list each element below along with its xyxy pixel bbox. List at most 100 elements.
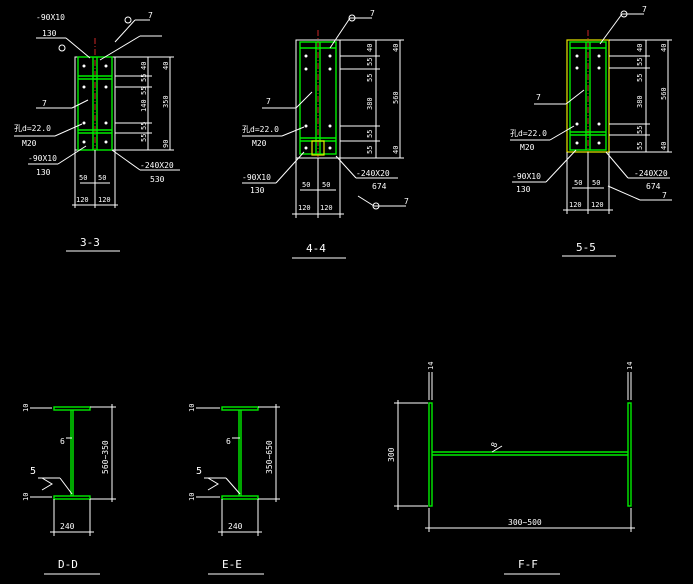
bolt-hole-label: 孔d=22.0 xyxy=(242,125,279,134)
svg-text:50: 50 xyxy=(574,179,582,187)
stiffener-length: 130 xyxy=(250,186,265,195)
svg-text:40: 40 xyxy=(392,146,400,154)
section-title: D-D xyxy=(58,558,78,571)
weld-left-size: 7 xyxy=(536,93,541,102)
section-title: E-E xyxy=(222,558,242,571)
svg-text:350: 350 xyxy=(162,95,170,108)
svg-text:55: 55 xyxy=(366,74,374,82)
bolt-group xyxy=(304,54,332,150)
svg-text:120: 120 xyxy=(569,201,582,209)
bolt-hole-label: 孔d=22.0 xyxy=(14,124,51,133)
dim-bottom: 50 50 120 120 xyxy=(563,152,613,214)
svg-text:40: 40 xyxy=(366,44,374,52)
top-flange xyxy=(53,406,91,411)
svg-text:120: 120 xyxy=(98,196,111,204)
svg-text:50: 50 xyxy=(302,181,310,189)
svg-text:90: 90 xyxy=(162,140,170,148)
dim-bottom: 50 50 120 120 xyxy=(72,150,118,208)
weld-symbol xyxy=(372,202,380,210)
svg-text:50: 50 xyxy=(322,181,330,189)
dim-right: 40 55 55 140 55 55 350 40 90 xyxy=(115,56,174,151)
stiffener-top-length: 130 xyxy=(42,29,57,38)
stiffener-bottom-label: -90X10 xyxy=(28,154,57,163)
bolt-label: M20 xyxy=(22,139,37,148)
svg-text:40: 40 xyxy=(162,62,170,70)
weld-top-size: 7 xyxy=(642,5,647,14)
weld-top-size: 7 xyxy=(148,11,153,20)
right-flange xyxy=(627,402,632,507)
dim-right: 40 55 55 380 55 55 560 40 40 xyxy=(609,39,672,153)
web-thickness: 6 xyxy=(226,437,231,446)
weld-symbol xyxy=(620,10,628,18)
weld-bottom-size: 7 xyxy=(404,197,409,206)
svg-text:55: 55 xyxy=(636,142,644,150)
section-e-e: 10 10 6 5 350~650 240 E-E xyxy=(188,404,280,575)
column-flange xyxy=(299,41,337,155)
weld-right-size: 7 xyxy=(662,191,667,200)
stiffener-label: -90X10 xyxy=(242,173,271,182)
web-thickness: 6 xyxy=(60,437,65,446)
svg-text:55: 55 xyxy=(636,126,644,134)
plate-label: -240X20 xyxy=(140,161,174,170)
dim-right: 40 55 55 380 55 55 560 40 40 xyxy=(340,39,404,159)
svg-text:55: 55 xyxy=(140,122,148,130)
section-title: 4-4 xyxy=(306,242,326,255)
flange-bottom-thickness: 10 xyxy=(188,493,196,501)
plate-length: 674 xyxy=(646,182,661,191)
height-dim: 350~650 xyxy=(265,440,274,474)
plate-length: 530 xyxy=(150,175,165,184)
column-flange xyxy=(77,56,113,151)
flange-top-thickness: 10 xyxy=(22,404,30,412)
svg-text:120: 120 xyxy=(76,196,89,204)
section-f-f: 14 14 8 300 300~500 F-F xyxy=(387,362,635,575)
width-dim: 240 xyxy=(228,522,243,531)
bottom-flange xyxy=(53,495,91,500)
width-dim: 300~500 xyxy=(508,518,542,527)
svg-text:120: 120 xyxy=(298,204,311,212)
plate-label: -240X20 xyxy=(356,169,390,178)
svg-text:55: 55 xyxy=(366,130,374,138)
svg-text:140: 140 xyxy=(140,99,148,112)
flange-bottom-thickness: 10 xyxy=(22,493,30,501)
svg-text:50: 50 xyxy=(592,179,600,187)
bolt-group xyxy=(575,54,601,145)
section-3-3: -90X10 130 7 7 孔d=22.0 M20 -90X10 130 -2… xyxy=(14,11,180,252)
svg-text:55: 55 xyxy=(140,134,148,142)
weld-size: 5 xyxy=(196,466,202,477)
svg-text:40: 40 xyxy=(660,142,668,150)
section-4-4: 7 7 孔d=22.0 M20 -90X10 130 -240X20 674 4… xyxy=(242,9,409,259)
svg-text:55: 55 xyxy=(366,146,374,154)
web-thickness: 8 xyxy=(489,441,499,449)
column-flange xyxy=(569,41,607,151)
height-dim: 560~350 xyxy=(101,440,110,474)
svg-text:55: 55 xyxy=(140,74,148,82)
weld-symbol xyxy=(58,44,66,52)
weld-left-size: 7 xyxy=(42,99,47,108)
section-5-5: 7 7 孔d=22.0 M20 -90X10 130 -240X20 674 4… xyxy=(510,5,672,257)
svg-text:40: 40 xyxy=(660,44,668,52)
dim-bottom: 50 50 120 120 xyxy=(292,158,344,218)
svg-text:380: 380 xyxy=(636,95,644,108)
svg-text:40: 40 xyxy=(392,44,400,52)
svg-text:560: 560 xyxy=(660,87,668,100)
svg-text:380: 380 xyxy=(366,97,374,110)
section-title: F-F xyxy=(518,558,538,571)
svg-text:40: 40 xyxy=(140,62,148,70)
fill-plate xyxy=(311,140,325,156)
stiffener-length: 130 xyxy=(516,185,531,194)
bolt-label: M20 xyxy=(252,139,267,148)
svg-text:50: 50 xyxy=(98,174,106,182)
bolt-label: M20 xyxy=(520,143,535,152)
weld-top-size: 7 xyxy=(370,9,375,18)
top-flange xyxy=(221,406,259,411)
weld-left-size: 7 xyxy=(266,97,271,106)
left-flange xyxy=(428,402,433,507)
svg-text:55: 55 xyxy=(636,58,644,66)
svg-text:560: 560 xyxy=(392,91,400,104)
svg-text:55: 55 xyxy=(636,74,644,82)
flange-right-thickness: 14 xyxy=(626,362,634,370)
weld-symbol xyxy=(124,16,132,24)
svg-text:50: 50 xyxy=(79,174,87,182)
